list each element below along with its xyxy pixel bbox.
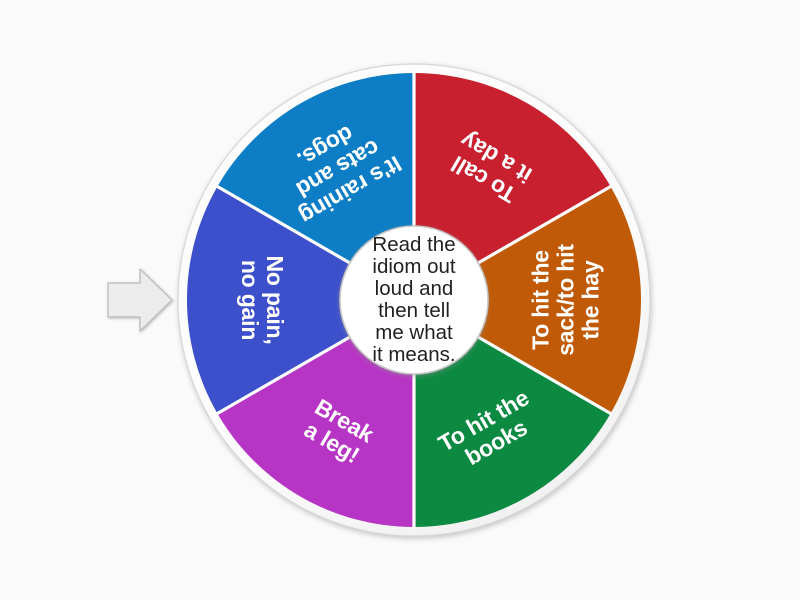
wheel-segment-red[interactable] <box>414 73 611 300</box>
hub-text-line: me what <box>375 321 453 344</box>
wheel-segment-orange[interactable] <box>414 186 641 414</box>
segment-dividers <box>215 72 613 528</box>
segment-label-line: no gain <box>237 260 263 340</box>
wheel-segment-indigo[interactable] <box>186 186 414 414</box>
hub-text-line: loud and <box>375 277 454 300</box>
segment-label-indigo: No pain,no gain <box>237 255 288 344</box>
hub-text-line: then tell <box>378 299 450 322</box>
hub-text-line: idiom out <box>372 255 455 278</box>
segment-label-line: the hay <box>578 260 604 340</box>
segment-label-line: To hit the <box>528 250 554 350</box>
wheel-hub[interactable] <box>339 225 489 375</box>
wheel-segment-purple[interactable] <box>217 300 414 527</box>
segment-label-line: sack/to hit <box>553 244 579 356</box>
pointer-arrow-icon[interactable] <box>107 268 173 332</box>
segment-divider <box>215 184 352 265</box>
wheel-segment-blue[interactable] <box>217 73 414 300</box>
hub-text-line: Read the <box>372 233 455 256</box>
spinner-pointer[interactable] <box>107 268 173 332</box>
wheel-segment-green[interactable] <box>414 300 611 527</box>
wheel-segments[interactable] <box>186 73 641 527</box>
segment-divider <box>215 335 352 416</box>
segment-divider <box>476 184 613 265</box>
segment-divider <box>476 335 613 416</box>
segment-label-line: No pain, <box>262 255 288 344</box>
hub-text-line: it means. <box>372 343 455 366</box>
